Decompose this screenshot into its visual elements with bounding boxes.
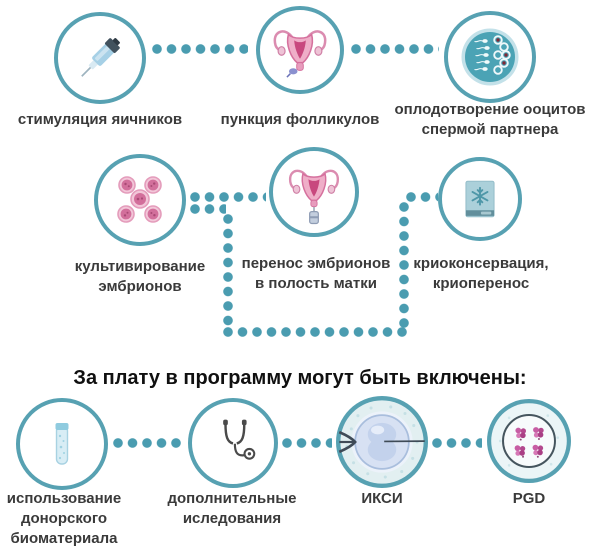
connector-donor-research bbox=[113, 438, 183, 448]
connector-cryo-in bbox=[406, 192, 438, 202]
step-label-fertilization: оплодотворение ооцитов спермой партнера bbox=[394, 101, 586, 138]
connector-research-icsi bbox=[282, 438, 332, 448]
step-circle-transfer bbox=[269, 147, 359, 237]
connector-cryo-bottom bbox=[223, 327, 409, 337]
step-label-donor: использование донорского биоматериала bbox=[6, 490, 122, 546]
connector-icsi-pgd bbox=[432, 438, 482, 448]
uterus-catheter-icon bbox=[288, 169, 340, 225]
connector-puncture-fertilization bbox=[351, 44, 439, 54]
embryo-cells-icon bbox=[117, 176, 162, 223]
step-circle-fertilization bbox=[444, 11, 536, 103]
step-circle-donor bbox=[16, 398, 108, 490]
step-circle-stimulation bbox=[54, 12, 146, 104]
step-circle-puncture bbox=[256, 6, 344, 94]
step-label-cultivation: культивирование эмбрионов bbox=[74, 258, 206, 295]
connector-cultivation-transfer bbox=[190, 192, 266, 202]
petri-dish-cells-icon bbox=[487, 399, 571, 483]
step-label-cryo: криоконсервация, криоперенос bbox=[413, 255, 549, 292]
step-circle-cryo bbox=[438, 157, 522, 241]
step-label-transfer: перенос эмбрионов в полость матки bbox=[241, 255, 391, 292]
paid-options-heading: За плату в программу могут быть включены… bbox=[73, 367, 527, 389]
freezer-icon bbox=[465, 180, 495, 218]
step-label-research: дополнительные иследования bbox=[167, 490, 297, 527]
petri-dish-sperm-icon bbox=[461, 28, 519, 86]
connector-cryo-down bbox=[223, 214, 233, 330]
connector-cryo-up bbox=[399, 202, 409, 330]
step-label-pgd: PGD bbox=[512, 490, 546, 507]
uterus-icon bbox=[273, 30, 327, 78]
test-tube-icon bbox=[55, 423, 69, 465]
egg-injection-icon bbox=[336, 396, 428, 488]
step-circle-research bbox=[188, 398, 278, 488]
syringe-icon bbox=[81, 38, 120, 77]
step-circle-pgd bbox=[487, 399, 571, 483]
stethoscope-icon bbox=[223, 419, 256, 460]
step-circle-icsi bbox=[336, 396, 428, 488]
connector-cultivation-cryo-stub bbox=[190, 204, 226, 214]
step-label-icsi: ИКСИ bbox=[361, 490, 403, 507]
step-circle-cultivation bbox=[94, 154, 186, 246]
connector-stimulation-puncture bbox=[152, 44, 248, 54]
step-label-stimulation: стимуляция яичников bbox=[17, 111, 183, 128]
step-label-puncture: пункция фолликулов bbox=[220, 111, 380, 128]
